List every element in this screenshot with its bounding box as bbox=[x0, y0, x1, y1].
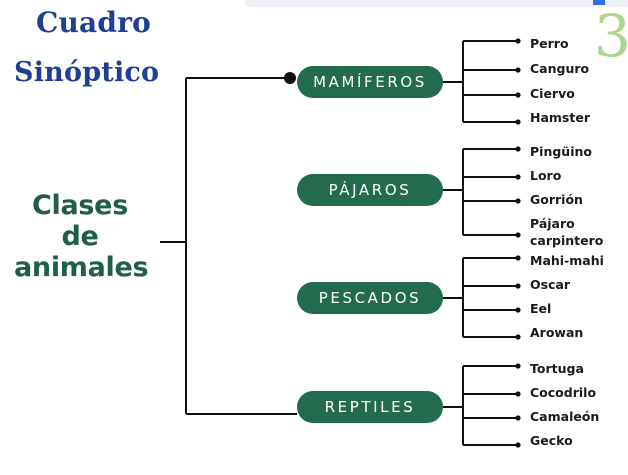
category-label: MAMÍFEROS bbox=[313, 73, 427, 91]
category-pill: MAMÍFEROS bbox=[297, 66, 443, 98]
category-label: PESCADOS bbox=[318, 289, 422, 307]
central-topic: Clases de animales bbox=[14, 190, 149, 283]
leaf-item: Gecko bbox=[530, 433, 573, 448]
item-bullet bbox=[515, 146, 521, 152]
top-bar bbox=[245, 0, 628, 7]
item-bullet bbox=[515, 307, 521, 313]
central-topic-line-2: de bbox=[61, 221, 99, 252]
item-bullet bbox=[515, 92, 521, 98]
item-bullet bbox=[515, 442, 521, 448]
leaf-item: Perro bbox=[530, 36, 569, 51]
item-bullet bbox=[515, 391, 521, 397]
leaf-item: Oscar bbox=[530, 277, 571, 292]
item-bullet bbox=[515, 67, 521, 73]
item-bullet bbox=[515, 174, 521, 180]
item-bullet bbox=[515, 334, 521, 340]
leaf-item: Loro bbox=[530, 168, 562, 183]
leaf-item: Pingüino bbox=[530, 144, 592, 159]
category-label: PÁJAROS bbox=[328, 181, 412, 199]
category-label: REPTILES bbox=[324, 398, 416, 416]
item-bullet bbox=[515, 232, 521, 238]
item-bullet bbox=[515, 38, 521, 44]
leaf-item: Mahi-mahi bbox=[530, 253, 604, 268]
leaf-item: Eel bbox=[530, 301, 552, 316]
leaf-item: Arowan bbox=[530, 325, 584, 340]
item-bullet bbox=[515, 198, 521, 204]
leaf-item: Cocodrilo bbox=[530, 385, 597, 400]
leaf-item: Camaleón bbox=[530, 409, 600, 424]
leaf-item: Ciervo bbox=[530, 86, 575, 101]
category-pill: REPTILES bbox=[297, 391, 443, 423]
title-line-2: Sinóptico bbox=[14, 57, 160, 88]
category-pill: PESCADOS bbox=[297, 282, 443, 314]
title-line-1: Cuadro bbox=[36, 6, 151, 39]
title-connector-dot bbox=[284, 72, 296, 84]
item-bullet bbox=[515, 283, 521, 289]
top-bar-marker bbox=[593, 0, 605, 5]
item-bullet bbox=[515, 363, 521, 369]
leaf-item: Gorrión bbox=[530, 192, 583, 207]
item-bullet bbox=[515, 415, 521, 421]
leaf-item: Canguro bbox=[530, 61, 590, 76]
leaf-item: Hamster bbox=[530, 110, 590, 125]
category-pill: PÁJAROS bbox=[297, 174, 443, 206]
logo-mark-glyph: 3 bbox=[594, 4, 628, 70]
item-bullet bbox=[515, 255, 521, 261]
logo-mark: 3 bbox=[594, 4, 628, 70]
leaf-item: Tortuga bbox=[530, 361, 584, 376]
central-topic-line-1: Clases bbox=[32, 190, 128, 221]
leaf-item: Pájaro carpintero bbox=[530, 216, 604, 248]
central-topic-line-3: animales bbox=[14, 252, 149, 283]
item-bullet bbox=[515, 119, 521, 125]
